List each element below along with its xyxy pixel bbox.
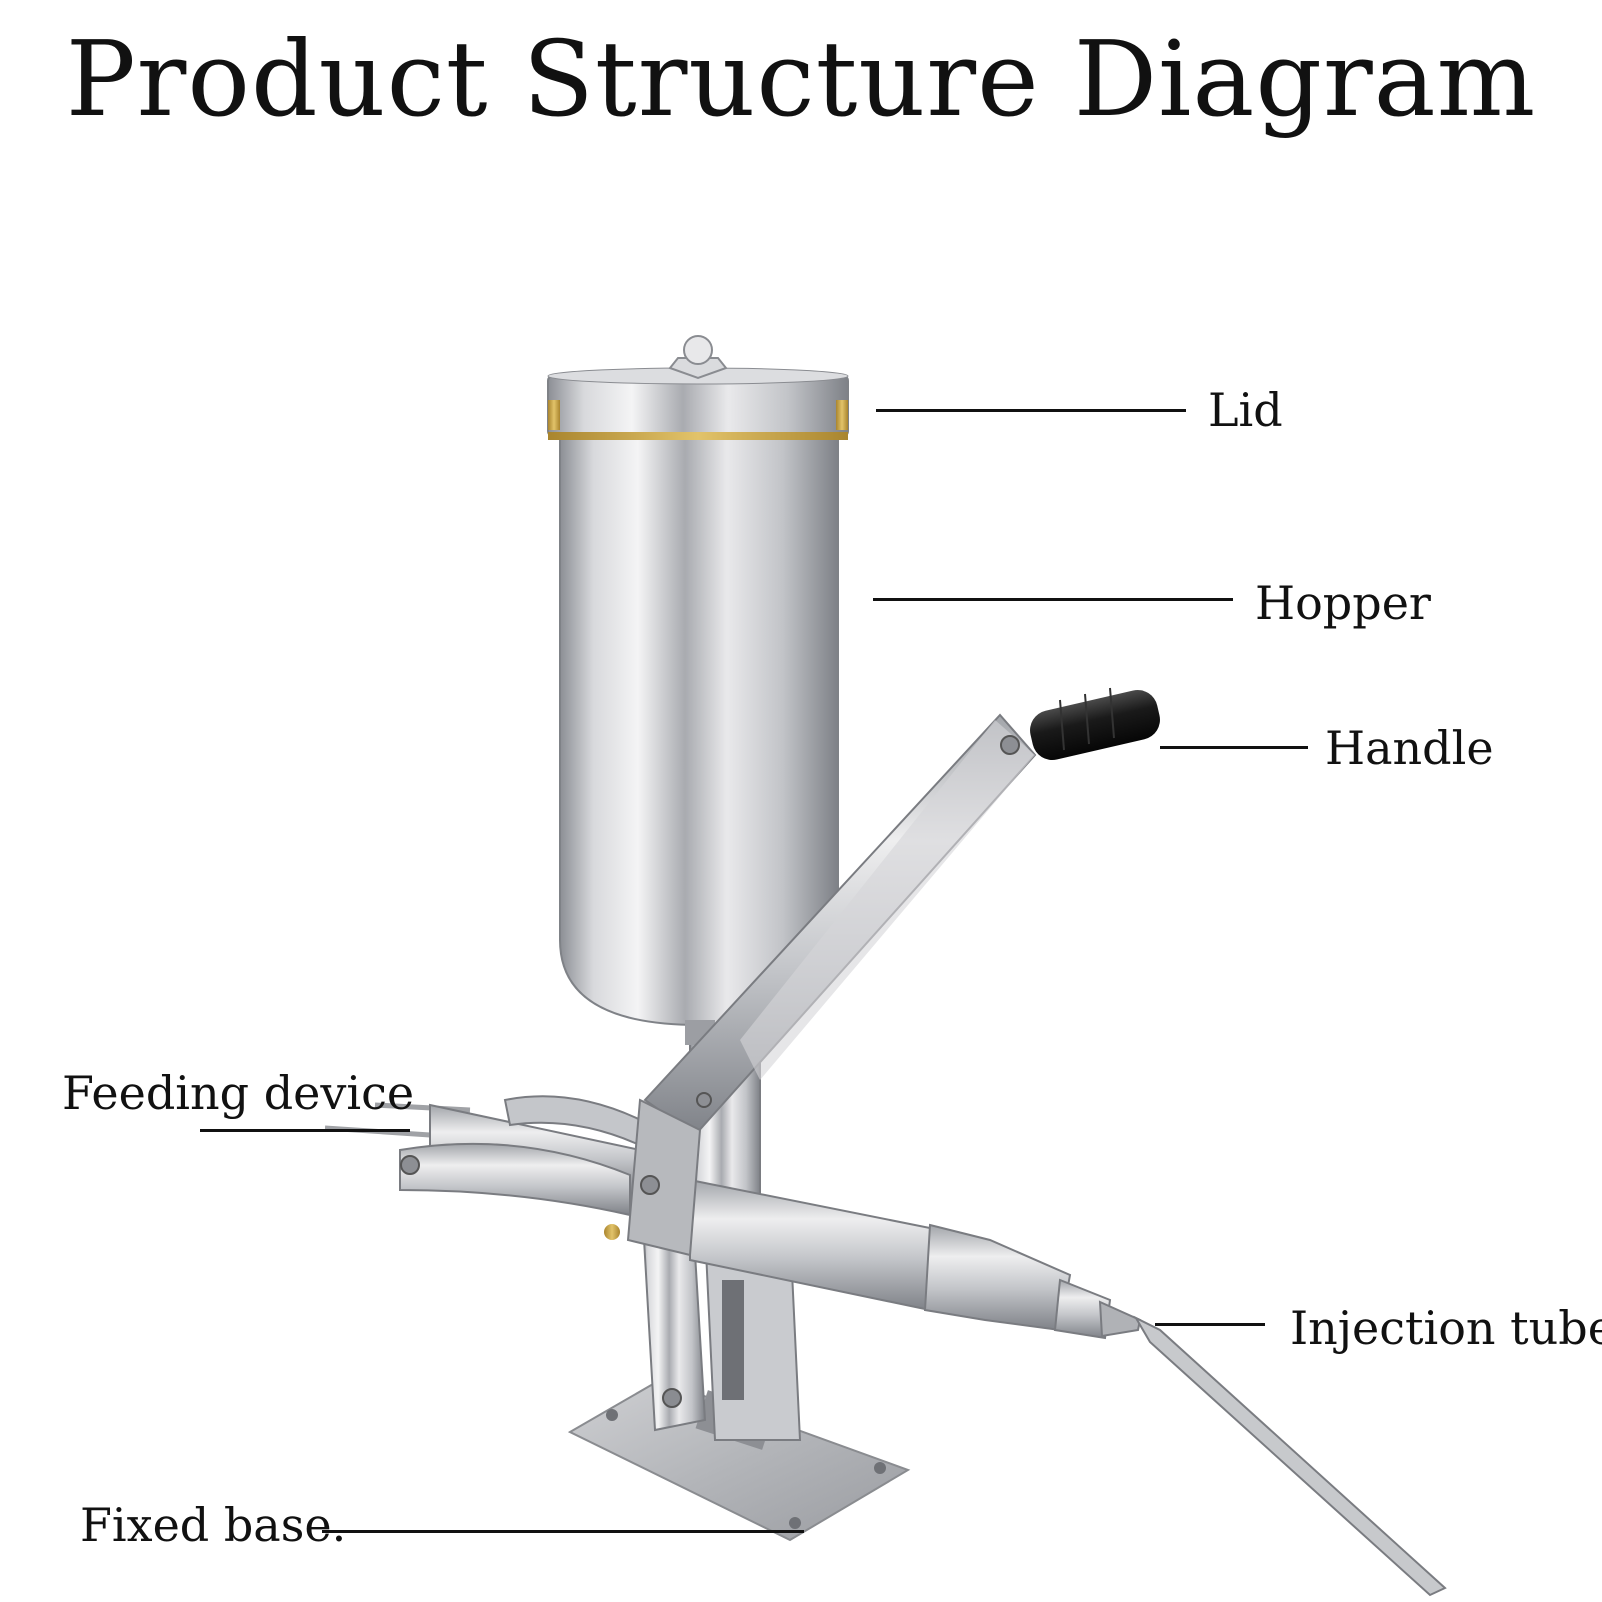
label-injection-tube: Injection tube bbox=[1290, 1301, 1602, 1355]
lid-assembly bbox=[547, 335, 849, 440]
page-title: Product Structure Diagram bbox=[65, 18, 1537, 140]
label-hopper: Hopper bbox=[1255, 576, 1431, 630]
injection-tube-leader-line bbox=[1155, 1323, 1265, 1326]
handle-leader-line bbox=[1160, 746, 1308, 749]
handle-lever bbox=[626, 687, 1160, 1257]
feeding-device-leader-line bbox=[200, 1129, 410, 1132]
label-lid: Lid bbox=[1208, 383, 1283, 437]
hopper-leader-line bbox=[873, 598, 1233, 601]
injection-tube-assembly bbox=[689, 1178, 1447, 1597]
lid-leader-line bbox=[876, 409, 1186, 412]
label-fixed-base: Fixed base. bbox=[80, 1498, 347, 1552]
label-handle: Handle bbox=[1325, 721, 1494, 775]
fixed-base-leader-line bbox=[322, 1530, 804, 1533]
label-feeding-device: Feeding device bbox=[62, 1066, 415, 1120]
